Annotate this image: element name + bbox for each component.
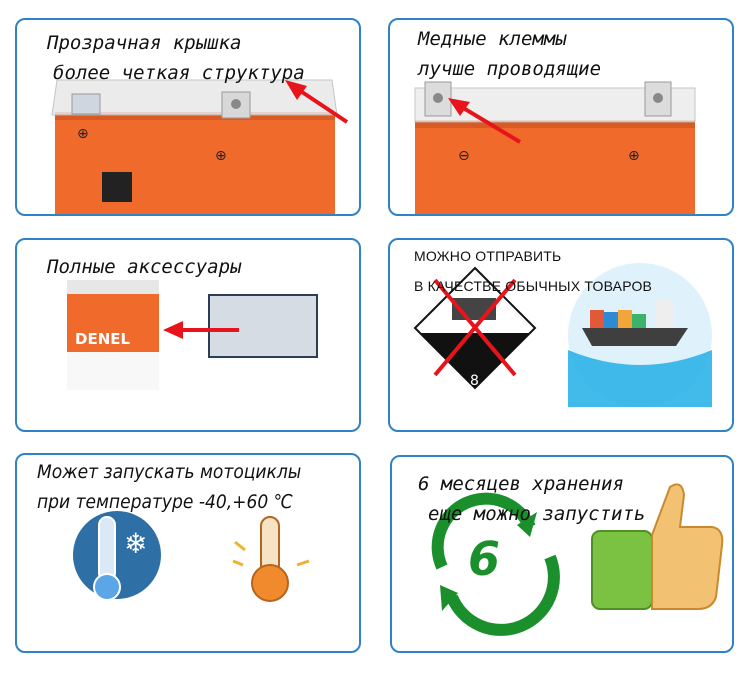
svg-text:❄: ❄ (124, 527, 147, 560)
svg-text:⊕: ⊕ (628, 148, 640, 164)
card-shipping: 8 МОЖНО ОТПРАВИТЬ В КАЧЕСТВЕ ОБЫЧНЫХ ТОВ… (388, 238, 734, 432)
hot-thermometer-icon (232, 516, 310, 602)
shipping-subtitle: В КАЧЕСТВЕ ОБЫЧНЫХ ТОВАРОВ (414, 278, 653, 294)
lid-subtitle: более четкая структура (53, 62, 305, 84)
red-arrow-icon (163, 321, 239, 339)
accessories-title: Полные аксессуары (47, 256, 242, 278)
card-transparent-lid: ⊕ ⊕ Прозрачная крышка более четкая струк… (15, 18, 361, 216)
card-temperature: ❄ Может запускать мотоциклы при температ… (15, 453, 361, 653)
battery-image: ⊕ ⊕ (51, 79, 338, 214)
cold-thermometer-icon: ❄ (73, 511, 161, 601)
shipping-title: МОЖНО ОТПРАВИТЬ (414, 248, 562, 264)
hazard-diamond-icon: 8 (413, 266, 537, 390)
storage-subtitle: еще можно запустить (428, 503, 646, 525)
terminals-subtitle: лучше проводящие (418, 58, 602, 80)
card-copper-terminals: ⊖ ⊕ Медные клеммы лучше проводящие (388, 18, 734, 216)
storage-title: 6 месяцев хранения (418, 473, 624, 495)
svg-text:⊕: ⊕ (77, 126, 89, 142)
lid-title: Прозрачная крышка (47, 32, 242, 54)
svg-text:⊕: ⊕ (215, 148, 227, 164)
brand-label: DENEL (75, 330, 130, 348)
temperature-title: Может запускать мотоциклы (37, 461, 302, 483)
battery-image: DENEL (67, 280, 159, 390)
battery-image: ⊖ ⊕ (414, 81, 696, 214)
temperature-subtitle: при температуре -40,+60 ℃ (37, 491, 293, 513)
recycle-arrows-icon: 6 (431, 492, 560, 636)
months-badge: 6 (468, 532, 500, 586)
separator-pad-image (208, 294, 318, 358)
thumbs-up-icon (591, 483, 724, 610)
red-arrow-icon (285, 80, 349, 124)
ship-icon (568, 263, 712, 407)
red-arrow-icon (448, 98, 522, 144)
terminals-title: Медные клеммы (418, 28, 567, 50)
svg-text:⊖: ⊖ (458, 148, 470, 164)
card-storage: 6 6 месяцев хранения еще можно запустить (390, 455, 734, 653)
hazard-class-label: 8 (470, 373, 479, 389)
card-accessories: DENEL Полные аксессуары (15, 238, 361, 432)
